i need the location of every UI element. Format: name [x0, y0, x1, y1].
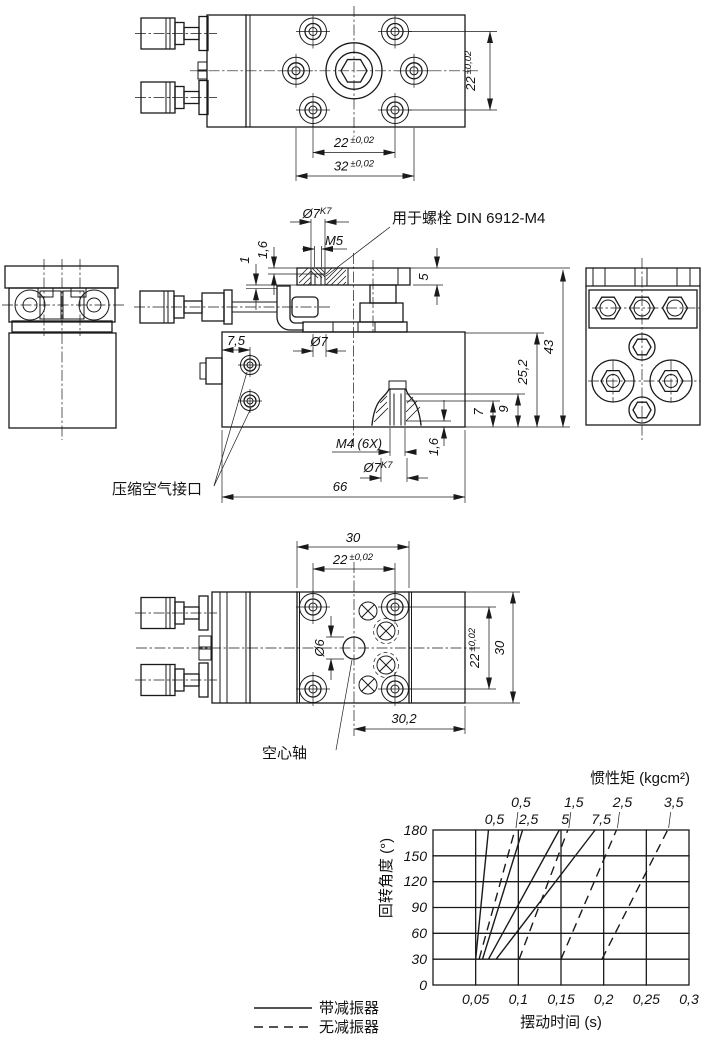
dim-plate-offset: 1	[237, 256, 252, 263]
dim-length: 66	[333, 479, 348, 494]
chart-line-label: 7,5	[591, 811, 611, 827]
y-tick: 90	[411, 899, 427, 915]
dim-height: 43	[541, 339, 556, 354]
label-tick	[668, 811, 672, 829]
dim-body-height: 25,2	[515, 359, 530, 386]
plate-hatch	[298, 267, 347, 286]
chart-line	[560, 829, 618, 960]
chart-title: 惯性矩 (kgcm²)	[590, 770, 690, 787]
dim-shaft-to-edge: 30,2	[391, 711, 417, 726]
y-axis-label: 回转角度 (°)	[378, 838, 395, 918]
right-end-view	[585, 258, 701, 440]
chart-line-label: 2,5	[518, 811, 539, 827]
screw-note: 用于螺栓 DIN 6912-M4	[392, 210, 545, 227]
chart-line	[495, 829, 596, 960]
legend-solid-label: 带减振器	[319, 1000, 379, 1017]
top-view-dim-side: 22±0,02	[463, 50, 478, 92]
dim-hole-depth: 9	[496, 405, 511, 412]
y-tick: 150	[404, 848, 428, 864]
dim-flange-width: 30	[346, 530, 361, 545]
dim-cbore-depth-bottom: 1,6	[426, 437, 441, 456]
y-tick: 0	[419, 977, 427, 993]
x-tick: 0,25	[633, 991, 660, 1007]
dim-holes-side: 22±0,02	[467, 627, 482, 669]
dim-thread-top: M5	[325, 233, 344, 248]
chart-line	[601, 829, 669, 960]
chart-line	[487, 829, 560, 960]
dim-bore-bottom: Ø7K7	[363, 460, 394, 475]
dim-shaft-bore: Ø6	[312, 639, 327, 658]
dim-bore-mid: Ø7	[309, 334, 328, 349]
top-view-dim-outer: 32±0,02	[334, 159, 375, 174]
dim-plate-thickness: 5	[416, 273, 431, 281]
hollow-shaft-label: 空心轴	[262, 745, 307, 762]
dim-bore-top: Ø7K7	[302, 206, 333, 221]
dim-thread-depth: 7	[471, 408, 486, 416]
chart-legend: 带减振器 无减振器	[254, 1000, 379, 1036]
legend-dashed-label: 无减振器	[319, 1019, 379, 1036]
dim-thread-bottom: M4 (6X)	[336, 436, 382, 451]
chart-line-label: 0,5	[511, 794, 531, 810]
hollow-shaft-bore	[342, 636, 366, 660]
dim-holes-top: 22±0,02	[332, 552, 374, 567]
dim-cbore-depth: 1,6	[255, 240, 270, 259]
x-tick: 0,1	[509, 991, 528, 1007]
dim-depth: 30	[492, 640, 507, 655]
air-port-label: 压缩空气接口	[112, 481, 202, 498]
side-view: Ø7K7 M5 1,6 1 5 7,5 Ø7 用于螺栓 DIN 6912-M4 …	[112, 206, 570, 503]
x-tick: 0,15	[547, 991, 574, 1007]
y-tick: 180	[404, 822, 428, 838]
x-tick: 0,3	[679, 991, 699, 1007]
top-view-dim-screws: 22±0,02	[333, 135, 375, 150]
chart-line-label: 5	[561, 811, 569, 827]
chart-line-label: 1,5	[564, 794, 584, 810]
din6912-screw-hatch	[310, 267, 326, 279]
chart-line-label: 3,5	[664, 794, 684, 810]
chart-line	[478, 829, 516, 960]
label-tick	[617, 811, 620, 829]
chart-line	[518, 829, 569, 960]
x-axis-label: 摆动时间 (s)	[520, 1014, 602, 1031]
top-view: 22±0,02 22±0,02 32±0,02	[134, 6, 497, 181]
left-end-view	[2, 259, 124, 440]
chart-line	[474, 829, 490, 960]
chart-grid	[432, 829, 690, 986]
x-axis: 0,05 0,1 0,15 0,2 0,25 0,3 摆动时间 (s)	[462, 991, 699, 1031]
bottom-view: 30 22±0,02 Ø6 22±0,02 30 30,2 空心轴	[134, 530, 520, 762]
x-tick: 0,2	[594, 991, 614, 1007]
chart-line	[481, 829, 524, 960]
label-tick	[515, 811, 519, 829]
x-tick: 0,05	[462, 991, 489, 1007]
chart-line-label: 2,5	[612, 794, 633, 810]
y-tick: 60	[411, 925, 427, 941]
y-tick: 120	[404, 873, 428, 889]
label-tick	[568, 811, 572, 829]
chart-line-label: 0,5	[485, 811, 505, 827]
m4-boss	[371, 380, 422, 426]
y-axis: 180 150 120 90 60 30 0 回转角度 (°)	[378, 822, 427, 993]
y-tick: 30	[411, 951, 427, 967]
dim-port-offset: 7,5	[227, 333, 246, 348]
hollow-shaft-hub-top	[325, 42, 383, 100]
